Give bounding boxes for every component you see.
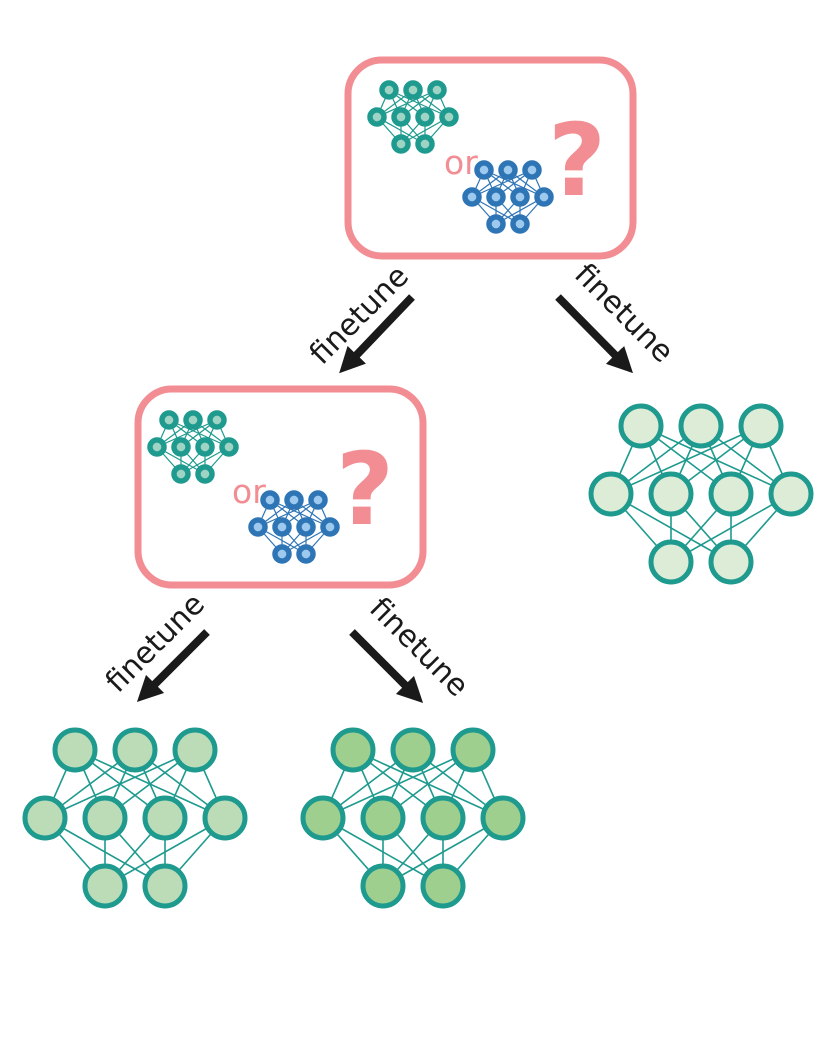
network-node xyxy=(112,727,158,773)
network-node-core xyxy=(212,415,222,425)
network-right xyxy=(588,403,814,585)
network-node-core xyxy=(384,85,394,95)
network-bottom-middle xyxy=(300,727,526,909)
network-node xyxy=(360,863,406,909)
network-node-core xyxy=(224,442,234,452)
network-node xyxy=(648,539,694,585)
edge-middle-to-bottom-middle: finetune xyxy=(349,591,475,704)
network-node xyxy=(678,403,724,449)
network-node xyxy=(420,863,466,909)
network-edge xyxy=(376,89,438,118)
network-node-core xyxy=(152,442,162,452)
small-network-teal xyxy=(367,80,459,154)
network-edge xyxy=(322,749,474,819)
arrow xyxy=(555,294,633,374)
network-node-core xyxy=(200,442,210,452)
network-node xyxy=(330,727,376,773)
network-node xyxy=(300,795,346,841)
network-node-core xyxy=(265,495,275,505)
network-node xyxy=(708,539,754,585)
network-node-core xyxy=(539,192,549,202)
network-node xyxy=(588,471,634,517)
network-edge xyxy=(670,493,792,563)
network-node-core xyxy=(420,112,430,122)
network-node-core xyxy=(491,219,501,229)
network-node xyxy=(480,795,526,841)
finetune-label: finetune xyxy=(567,257,680,370)
network-node-core xyxy=(479,165,489,175)
network-edge xyxy=(156,419,218,448)
network-node-core xyxy=(277,522,287,532)
choice-or-text: or xyxy=(232,472,266,511)
network-node-core xyxy=(396,139,406,149)
network-node-core xyxy=(491,192,501,202)
network-node xyxy=(768,471,814,517)
network-node-core xyxy=(176,442,186,452)
network-node xyxy=(420,795,466,841)
network-node xyxy=(52,727,98,773)
network-node xyxy=(82,863,128,909)
network-node xyxy=(82,795,128,841)
network-node-core xyxy=(301,549,311,559)
network-node-core xyxy=(467,192,477,202)
network-node-core xyxy=(188,415,198,425)
question-mark: ? xyxy=(336,431,394,548)
arrow xyxy=(339,294,415,374)
network-node-core xyxy=(289,495,299,505)
network-node xyxy=(172,727,218,773)
network-edge xyxy=(610,425,762,495)
network-edge xyxy=(471,169,533,198)
network-node-core xyxy=(176,469,186,479)
question-mark: ? xyxy=(548,102,606,219)
network-node xyxy=(708,471,754,517)
network-edge xyxy=(104,817,226,887)
choice-or-text: or xyxy=(444,143,478,182)
arrow xyxy=(136,629,210,703)
network-node-core xyxy=(396,112,406,122)
network-node-core xyxy=(277,549,287,559)
network-node xyxy=(390,727,436,773)
finetune-label: finetune xyxy=(362,591,475,704)
network-edge xyxy=(44,749,196,819)
edge-top-to-right: finetune xyxy=(555,257,680,374)
network-edge xyxy=(382,817,504,887)
small-network-blue xyxy=(462,160,554,234)
network-node xyxy=(648,471,694,517)
network-node xyxy=(202,795,248,841)
network-node-core xyxy=(200,469,210,479)
small-network-blue xyxy=(248,490,340,564)
small-network-teal xyxy=(147,410,239,484)
network-node xyxy=(142,863,188,909)
network-edge xyxy=(257,499,319,528)
network-node-core xyxy=(253,522,263,532)
network-node xyxy=(142,795,188,841)
network-node-core xyxy=(313,495,323,505)
network-bottom-left xyxy=(22,727,248,909)
edge-top-to-middle: finetune xyxy=(303,259,416,374)
network-node-core xyxy=(164,415,174,425)
choice-box-top: or ? xyxy=(344,56,637,260)
network-node xyxy=(360,795,406,841)
network-node-core xyxy=(503,165,513,175)
choice-box-middle: or ? xyxy=(134,385,427,589)
choice-box-top-frame xyxy=(344,56,637,260)
network-node-core xyxy=(515,192,525,202)
network-node-core xyxy=(408,85,418,95)
network-node-core xyxy=(301,522,311,532)
network-node xyxy=(450,727,496,773)
network-node-core xyxy=(420,139,430,149)
network-node xyxy=(22,795,68,841)
network-node-core xyxy=(515,219,525,229)
network-node-core xyxy=(372,112,382,122)
network-node-core xyxy=(325,522,335,532)
network-node xyxy=(618,403,664,449)
network-node-core xyxy=(527,165,537,175)
network-node-core xyxy=(444,112,454,122)
arrow xyxy=(349,629,424,704)
network-node-core xyxy=(432,85,442,95)
edge-middle-to-bottom-left: finetune xyxy=(99,587,212,703)
network-node xyxy=(738,403,784,449)
